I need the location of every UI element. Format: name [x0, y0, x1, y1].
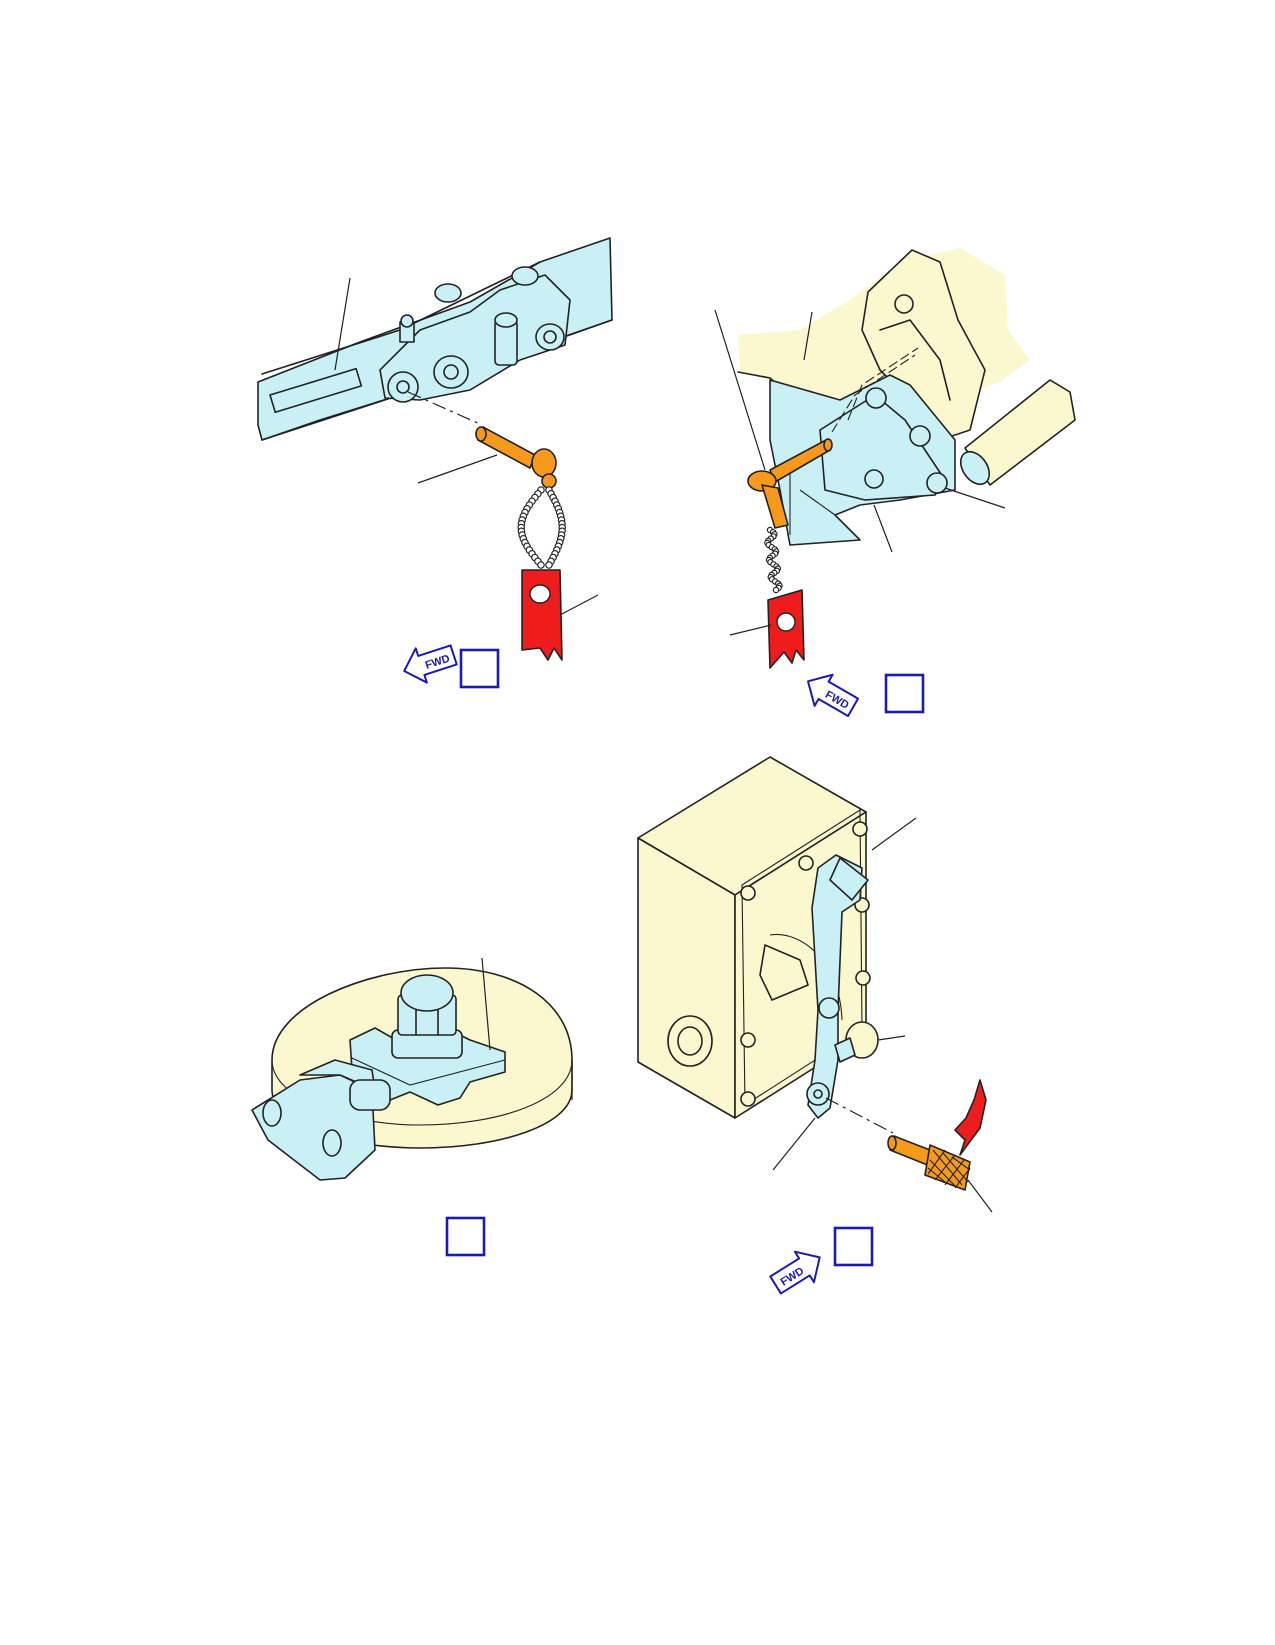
pin-hole — [396, 380, 410, 394]
lever-handle — [761, 484, 789, 529]
beam-slot — [269, 367, 363, 414]
leader-fitting — [877, 1035, 906, 1041]
cross-fitting-edge — [351, 1057, 506, 1086]
view-callout-box-2 — [884, 673, 925, 714]
leader-bolt — [944, 487, 1006, 509]
pin-hole-lug — [387, 371, 419, 403]
bracket-bolt-3 — [926, 472, 948, 494]
lug-hole-left — [262, 1099, 282, 1127]
leader-knurled-pin — [967, 1179, 993, 1213]
warning-streamer-flag-2 — [767, 589, 805, 669]
leader-flag — [559, 594, 599, 616]
chain-bead — [772, 586, 780, 594]
boss-cylinder-far — [535, 323, 565, 351]
view-callout-box-3 — [445, 1216, 486, 1257]
boss-cylinder-far-hole — [543, 330, 557, 344]
cover-bolt — [852, 821, 868, 837]
knurl-pattern — [927, 1149, 971, 1189]
view-top-right: FWD — [714, 248, 1076, 717]
lever-lock-pin — [747, 438, 833, 529]
fwd-arrow: FWD — [403, 644, 458, 684]
clevis-boss — [433, 355, 469, 389]
view-callout-box-4 — [833, 1226, 874, 1267]
top-lug-1 — [434, 283, 462, 303]
leader-link-lug — [772, 1117, 816, 1171]
nut-dome — [400, 974, 454, 1012]
bracket-bolt-2 — [909, 425, 931, 447]
bellcrank-link — [807, 854, 863, 1119]
fwd-arrow-2: FWD — [807, 673, 860, 717]
link-pin-hole-lug — [806, 1082, 830, 1106]
knurled-pin-tip — [887, 1135, 897, 1151]
lever-pin-tip — [823, 438, 833, 452]
flag-2-grommet — [776, 612, 796, 632]
bellcrank-upper-arm — [829, 857, 869, 901]
phantom-pin-path — [831, 347, 919, 433]
bracket-bolt-4 — [864, 469, 884, 489]
pin-tip — [475, 426, 487, 442]
pin-head — [531, 448, 557, 478]
boss-cylinder-top — [494, 312, 518, 328]
coil-chain — [764, 526, 783, 594]
cover-bolt — [740, 885, 756, 901]
hinge-fitting — [861, 249, 986, 441]
cover-bolt — [855, 970, 871, 986]
link-pivot — [818, 997, 840, 1019]
ground-lock-pin — [475, 426, 557, 489]
clevis-boss-hole — [443, 364, 459, 380]
leader-structure — [803, 311, 813, 361]
clevis-housing — [379, 274, 571, 401]
flag-body — [521, 569, 563, 661]
cover-bolt — [798, 855, 814, 871]
grease-fitting-cap — [400, 314, 414, 328]
bracket-inner-edge — [789, 470, 836, 535]
leader-nut — [481, 957, 491, 1051]
view-bottom-left — [251, 957, 573, 1257]
leader-link — [871, 817, 917, 851]
inner-lever — [759, 944, 809, 1001]
link-pin-centerline — [825, 1097, 894, 1134]
view-bottom-right: FWD — [637, 756, 993, 1295]
pin-ring — [541, 473, 557, 489]
flag-grommet — [529, 584, 551, 604]
leader-rod — [334, 277, 351, 371]
bracket-bolt-1 — [865, 387, 887, 409]
knurled-lock-pin — [887, 1135, 971, 1191]
electrical-connector-inner — [677, 1026, 703, 1056]
leader-bracket — [873, 504, 893, 553]
clevis-lug-front — [251, 1074, 376, 1181]
fwd-arrow-3: FWD — [769, 1250, 821, 1295]
fwd-arrow-shape — [403, 644, 458, 684]
warning-streamer-flag — [521, 569, 563, 661]
actuator-rod-end — [959, 450, 991, 486]
top-lug-2 — [511, 266, 539, 286]
chain-bead — [545, 561, 553, 569]
fitting-web — [879, 319, 951, 401]
cover-bolt — [740, 1032, 756, 1048]
fwd-arrow-3-shape — [769, 1250, 821, 1295]
warning-streamer-flag-3 — [954, 1079, 987, 1156]
lug-hole-right — [322, 1129, 342, 1157]
cover-bolt — [740, 1091, 756, 1107]
leader-flag-2 — [729, 624, 772, 636]
view-top-left: FWD — [257, 237, 613, 689]
fwd-arrow-2-shape — [807, 673, 860, 717]
link-pin-hole — [813, 1089, 823, 1099]
view-callout-box — [459, 648, 500, 689]
chain-bead — [537, 561, 545, 569]
leader-pin-2 — [714, 309, 766, 471]
leader-pin — [417, 454, 498, 484]
bead-chain — [517, 486, 567, 569]
fitting-bolt-head — [894, 294, 914, 314]
pin-centerline — [407, 391, 483, 426]
clip — [834, 1037, 856, 1063]
lug-spacer — [349, 1079, 391, 1111]
